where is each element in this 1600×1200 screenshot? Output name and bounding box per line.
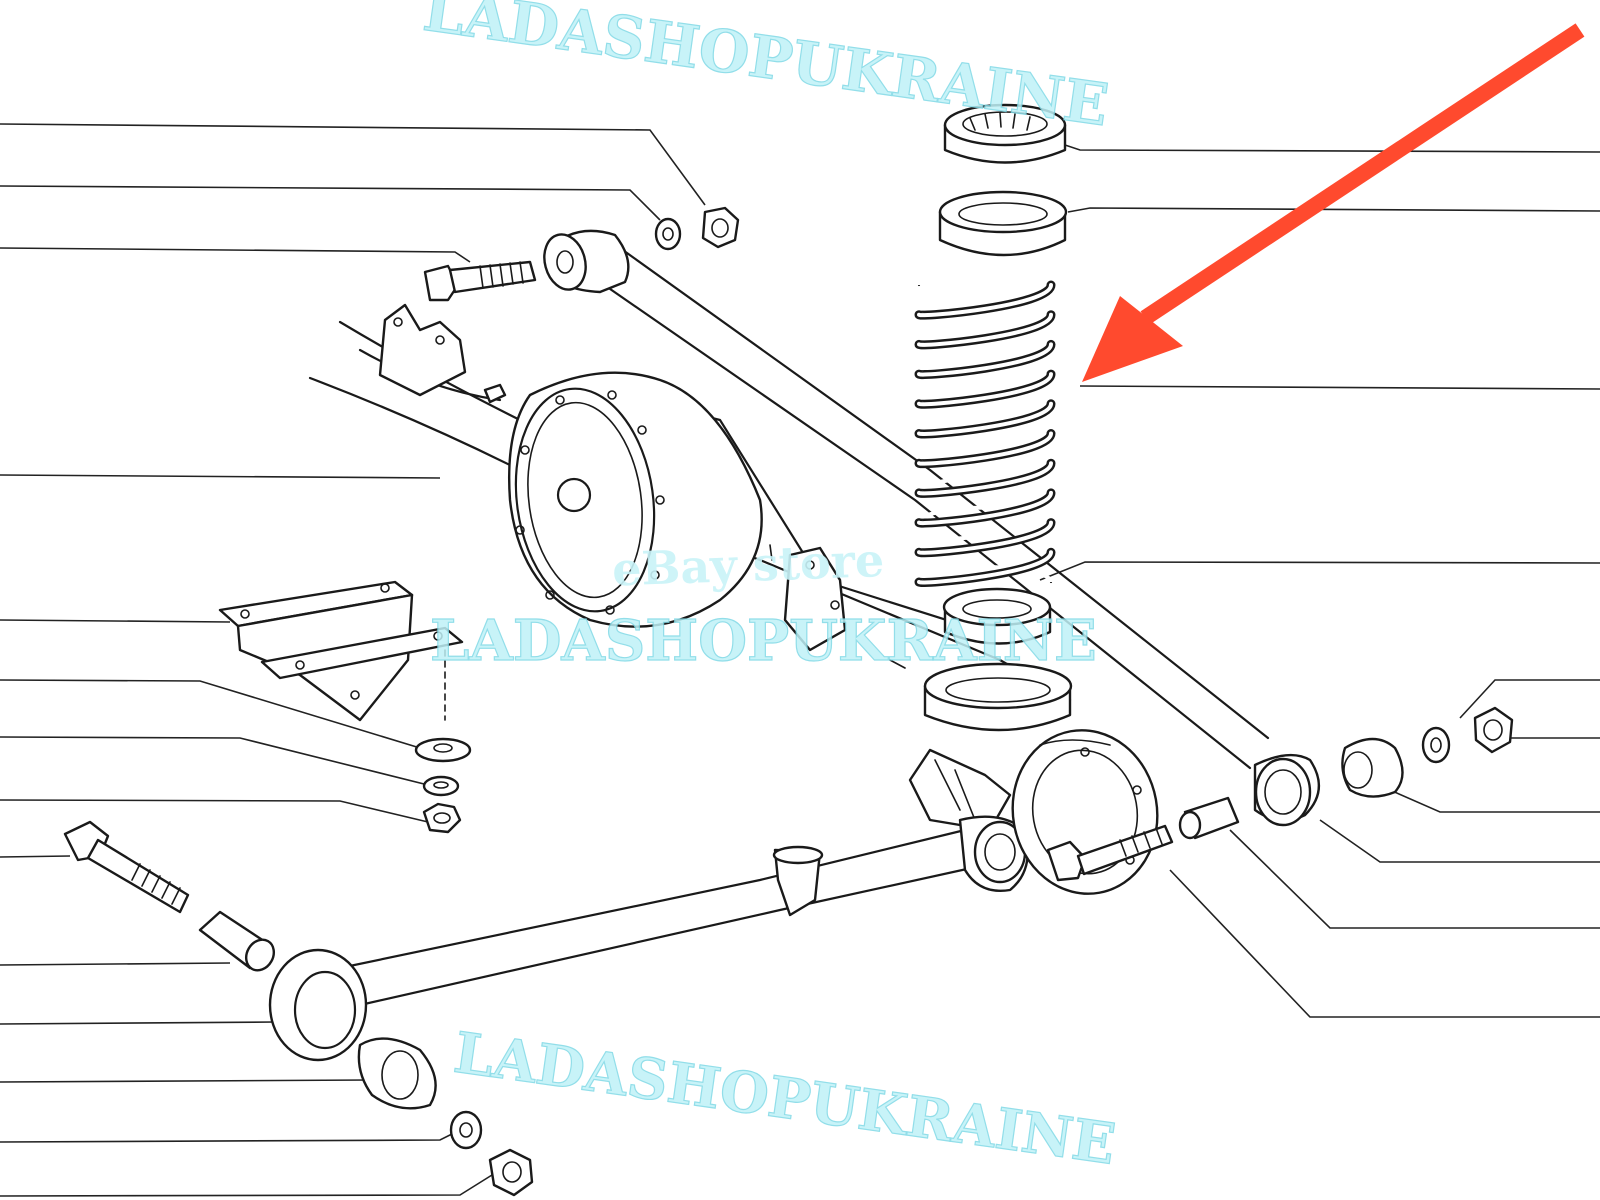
coil-spring <box>914 268 1056 587</box>
mounting-bracket <box>218 580 464 722</box>
lower-arm-spacer-sleeve <box>198 910 276 972</box>
spring-coil-front-highlight <box>917 283 1053 318</box>
leader-line <box>1229 829 1600 929</box>
leader-line <box>0 736 433 787</box>
spring-coil-back-highlight <box>917 268 1053 286</box>
spring-lower-insulator <box>942 587 1052 645</box>
watermark-text-top: LADASHOPUKRAINE <box>419 0 1112 139</box>
upper-arm-washer <box>654 217 682 251</box>
spring-coil-front-highlight <box>917 461 1053 496</box>
right-arm-nut <box>1473 706 1514 754</box>
leader-line <box>1389 789 1600 813</box>
watermark-text-middle: LADASHOPUKRAINE <box>430 608 1097 674</box>
spring-coil-back-highlight <box>917 475 1053 494</box>
leader-line <box>1067 207 1600 213</box>
bracket-washer-1 <box>414 737 472 763</box>
leader-line <box>0 1129 461 1143</box>
axle-housing <box>308 303 1072 832</box>
spring-coil-front-highlight <box>917 550 1053 585</box>
lower-arm-rubber-bushing <box>357 1037 437 1110</box>
spring-coil-back-highlight <box>917 327 1053 345</box>
leader-line <box>0 679 421 749</box>
leader-line <box>1319 819 1600 863</box>
spring-coil-back-highlight <box>917 565 1053 583</box>
spring-upper-cup <box>938 190 1068 257</box>
leader-line <box>0 855 71 858</box>
right-leader-lines <box>1039 144 1600 1018</box>
upper-arm-bolt <box>423 260 537 302</box>
spring-coil-front-highlight <box>917 312 1053 347</box>
leader-line <box>0 1079 371 1083</box>
spring-coil-back-highlight <box>917 505 1053 524</box>
spring-top-insulator <box>943 103 1067 164</box>
spring-stack <box>914 103 1073 732</box>
spring-coil-front-highlight <box>917 401 1053 436</box>
spring-lower-cup <box>923 662 1073 732</box>
watermark-text-bottom: LADASHOPUKRAINE <box>450 1020 1119 1178</box>
leader-line <box>1064 144 1600 153</box>
spring-coil-front-highlight <box>917 520 1053 555</box>
spring-coil-front-highlight <box>917 372 1053 407</box>
leader-line <box>0 474 441 479</box>
rear-bushing-eye <box>268 948 368 1062</box>
right-arm-washer <box>1421 726 1451 764</box>
spring-coil-back-highlight <box>917 416 1053 434</box>
leader-line <box>1459 679 1600 719</box>
leader-line <box>1039 561 1600 581</box>
axle-flange <box>1011 729 1159 895</box>
spring-coil-front-highlight <box>917 342 1053 377</box>
leader-line <box>0 1174 493 1197</box>
right-arm-bolt <box>1046 824 1174 882</box>
leader-line <box>0 962 231 966</box>
differential-housing <box>507 371 763 628</box>
leader-line <box>0 1021 276 1025</box>
right-arm-spacer-sleeve <box>1178 796 1240 840</box>
lower-longitudinal-arm <box>268 815 1029 1062</box>
spring-coil-front-highlight <box>917 490 1053 526</box>
leader-line <box>1079 385 1600 390</box>
bracket-nut <box>422 802 462 834</box>
lower-arm-nut <box>488 1148 534 1197</box>
lower-arm-long-bolt <box>63 820 190 914</box>
upper-arm-nut <box>701 206 740 249</box>
bracket-spring-washer <box>422 775 460 797</box>
red-arrow <box>1082 23 1585 382</box>
spring-coil-back-highlight <box>917 446 1053 464</box>
spring-coil-back-highlight <box>917 297 1053 316</box>
spring-coil-back-highlight <box>917 535 1053 553</box>
right-arm-rubber-bushing <box>1341 737 1404 798</box>
watermark-store-label: eBay store <box>611 533 885 596</box>
leader-line <box>0 185 661 221</box>
lower-arm-washer <box>449 1110 483 1150</box>
leader-line <box>1169 869 1600 1018</box>
upper-longitudinal-arm <box>543 229 1321 827</box>
leader-line <box>0 619 231 623</box>
spring-coil-back-highlight <box>917 386 1053 405</box>
spring-coil-back-highlight <box>917 357 1053 375</box>
leader-line <box>0 799 429 823</box>
spring-coil-front-highlight <box>917 431 1053 466</box>
leader-line <box>0 123 706 206</box>
leader-line <box>0 247 471 263</box>
differential-bolt-holes <box>515 390 665 615</box>
